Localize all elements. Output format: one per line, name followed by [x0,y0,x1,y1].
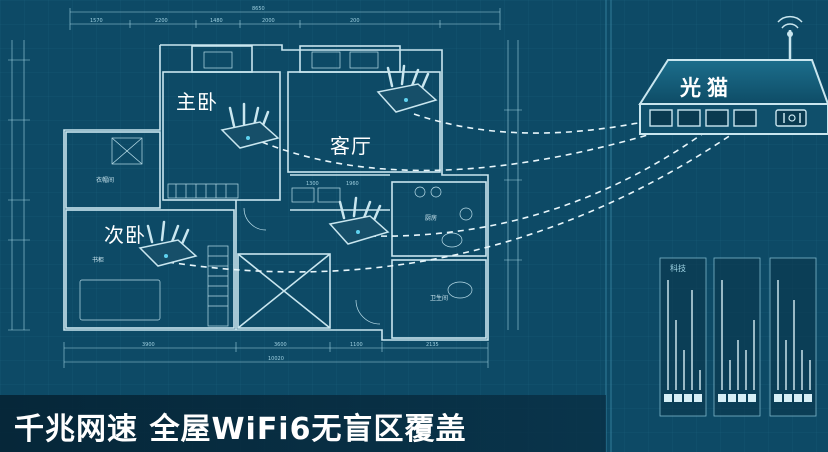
modem-label: 光猫 [680,76,734,100]
floorplan-walls [63,44,489,341]
router-corridor-icon [328,196,390,245]
dim-top-1: 1570 [90,18,103,24]
bottom-dimension-lines [63,342,489,368]
dim-top-5: 200 [350,18,360,24]
bottom-banner [0,395,606,452]
right-ruler [605,0,612,452]
label-bathroom: 卫生间 [430,294,448,302]
panel-bars [667,280,811,390]
dim-bottom-4: 2135 [426,342,439,348]
left-dimension-lines [8,40,30,331]
dim-bottom-2: 3600 [274,342,287,348]
dim-top-4: 2000 [262,18,275,24]
dim-inner-1: 1300 [306,181,319,187]
equipment-panel [659,257,817,417]
panel-label: 科技 [670,264,686,273]
dim-inner-2: 1960 [346,181,359,187]
label-kitchen: 厨房 [425,214,437,222]
dim-bottom-1: 3900 [142,342,155,348]
dim-bottom-total: 10020 [268,356,284,362]
label-wardrobe: 衣帽间 [96,176,114,184]
top-dimension-lines [69,8,501,30]
label-bookcase: 书柜 [92,256,104,264]
furniture [79,51,473,327]
banner-headline: 千兆网速 全屋WiFi6无盲区覆盖 [14,412,467,447]
dim-top-total: 8650 [252,6,265,12]
dim-top-2: 2200 [155,18,168,24]
room-label-second-bedroom: 次卧 [104,223,146,247]
room-label-master-bedroom: 主卧 [176,90,218,114]
right-plan-dimension-lines [504,40,522,330]
wifi-links [167,113,745,273]
dim-top-3: 1480 [210,18,223,24]
optical-modem-icon [638,15,828,135]
room-label-living-room: 客厅 [330,134,372,158]
router-living-icon [376,64,438,113]
dim-bottom-3: 1100 [350,342,363,348]
router-master-icon [220,102,280,149]
router-second-icon [138,220,198,267]
panel-ports [664,394,812,402]
